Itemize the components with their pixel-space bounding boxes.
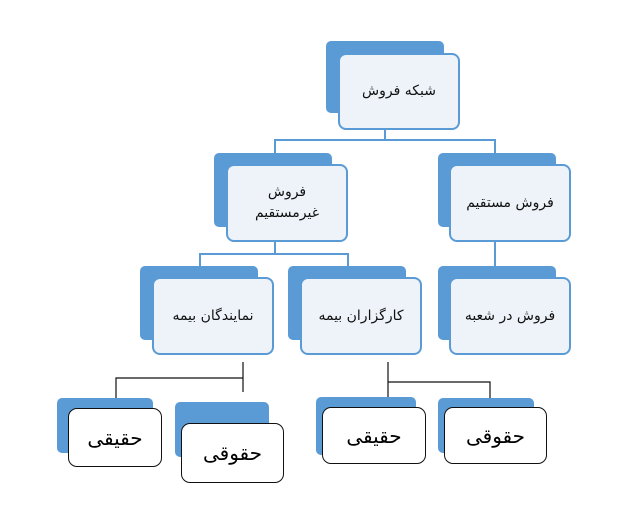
root-label: شبکه فروش xyxy=(362,83,436,99)
insurance-brokers-node: کارگزاران بیمه xyxy=(300,277,422,355)
branch-sales-node: فروش در شعبه xyxy=(449,277,571,355)
insurance-agents-label: نمایندگان بیمه xyxy=(172,307,254,324)
brokers-legal-node: حقوقی xyxy=(444,407,547,464)
root-node: شبکه فروش xyxy=(338,53,460,130)
insurance-brokers-label: کارگزاران بیمه xyxy=(318,307,404,324)
insurance-agents-node: نمایندگان بیمه xyxy=(152,277,274,355)
agents-legal-node: حقوقی xyxy=(181,423,284,483)
connector-root xyxy=(274,128,496,153)
connector-indirect xyxy=(199,240,349,266)
direct-sales-label: فروش مستقیم xyxy=(466,194,554,211)
indirect-sales-label: فروش غیرمستقیم xyxy=(254,184,320,221)
connector-brokers xyxy=(387,362,491,400)
agents-legal-label: حقوقی xyxy=(202,441,263,465)
agents-natural-label: حقیقی xyxy=(87,425,143,450)
brokers-natural-node: حقیقی xyxy=(322,407,426,464)
brokers-legal-label: حقوقی xyxy=(465,423,526,448)
brokers-natural-label: حقیقی xyxy=(346,423,402,448)
agents-natural-node: حقیقی xyxy=(68,408,162,467)
connector-agents xyxy=(115,362,244,398)
indirect-sales-node: فروش غیرمستقیم xyxy=(226,164,348,242)
branch-sales-label: فروش در شعبه xyxy=(464,307,556,324)
direct-sales-node: فروش مستقیم xyxy=(449,164,571,242)
